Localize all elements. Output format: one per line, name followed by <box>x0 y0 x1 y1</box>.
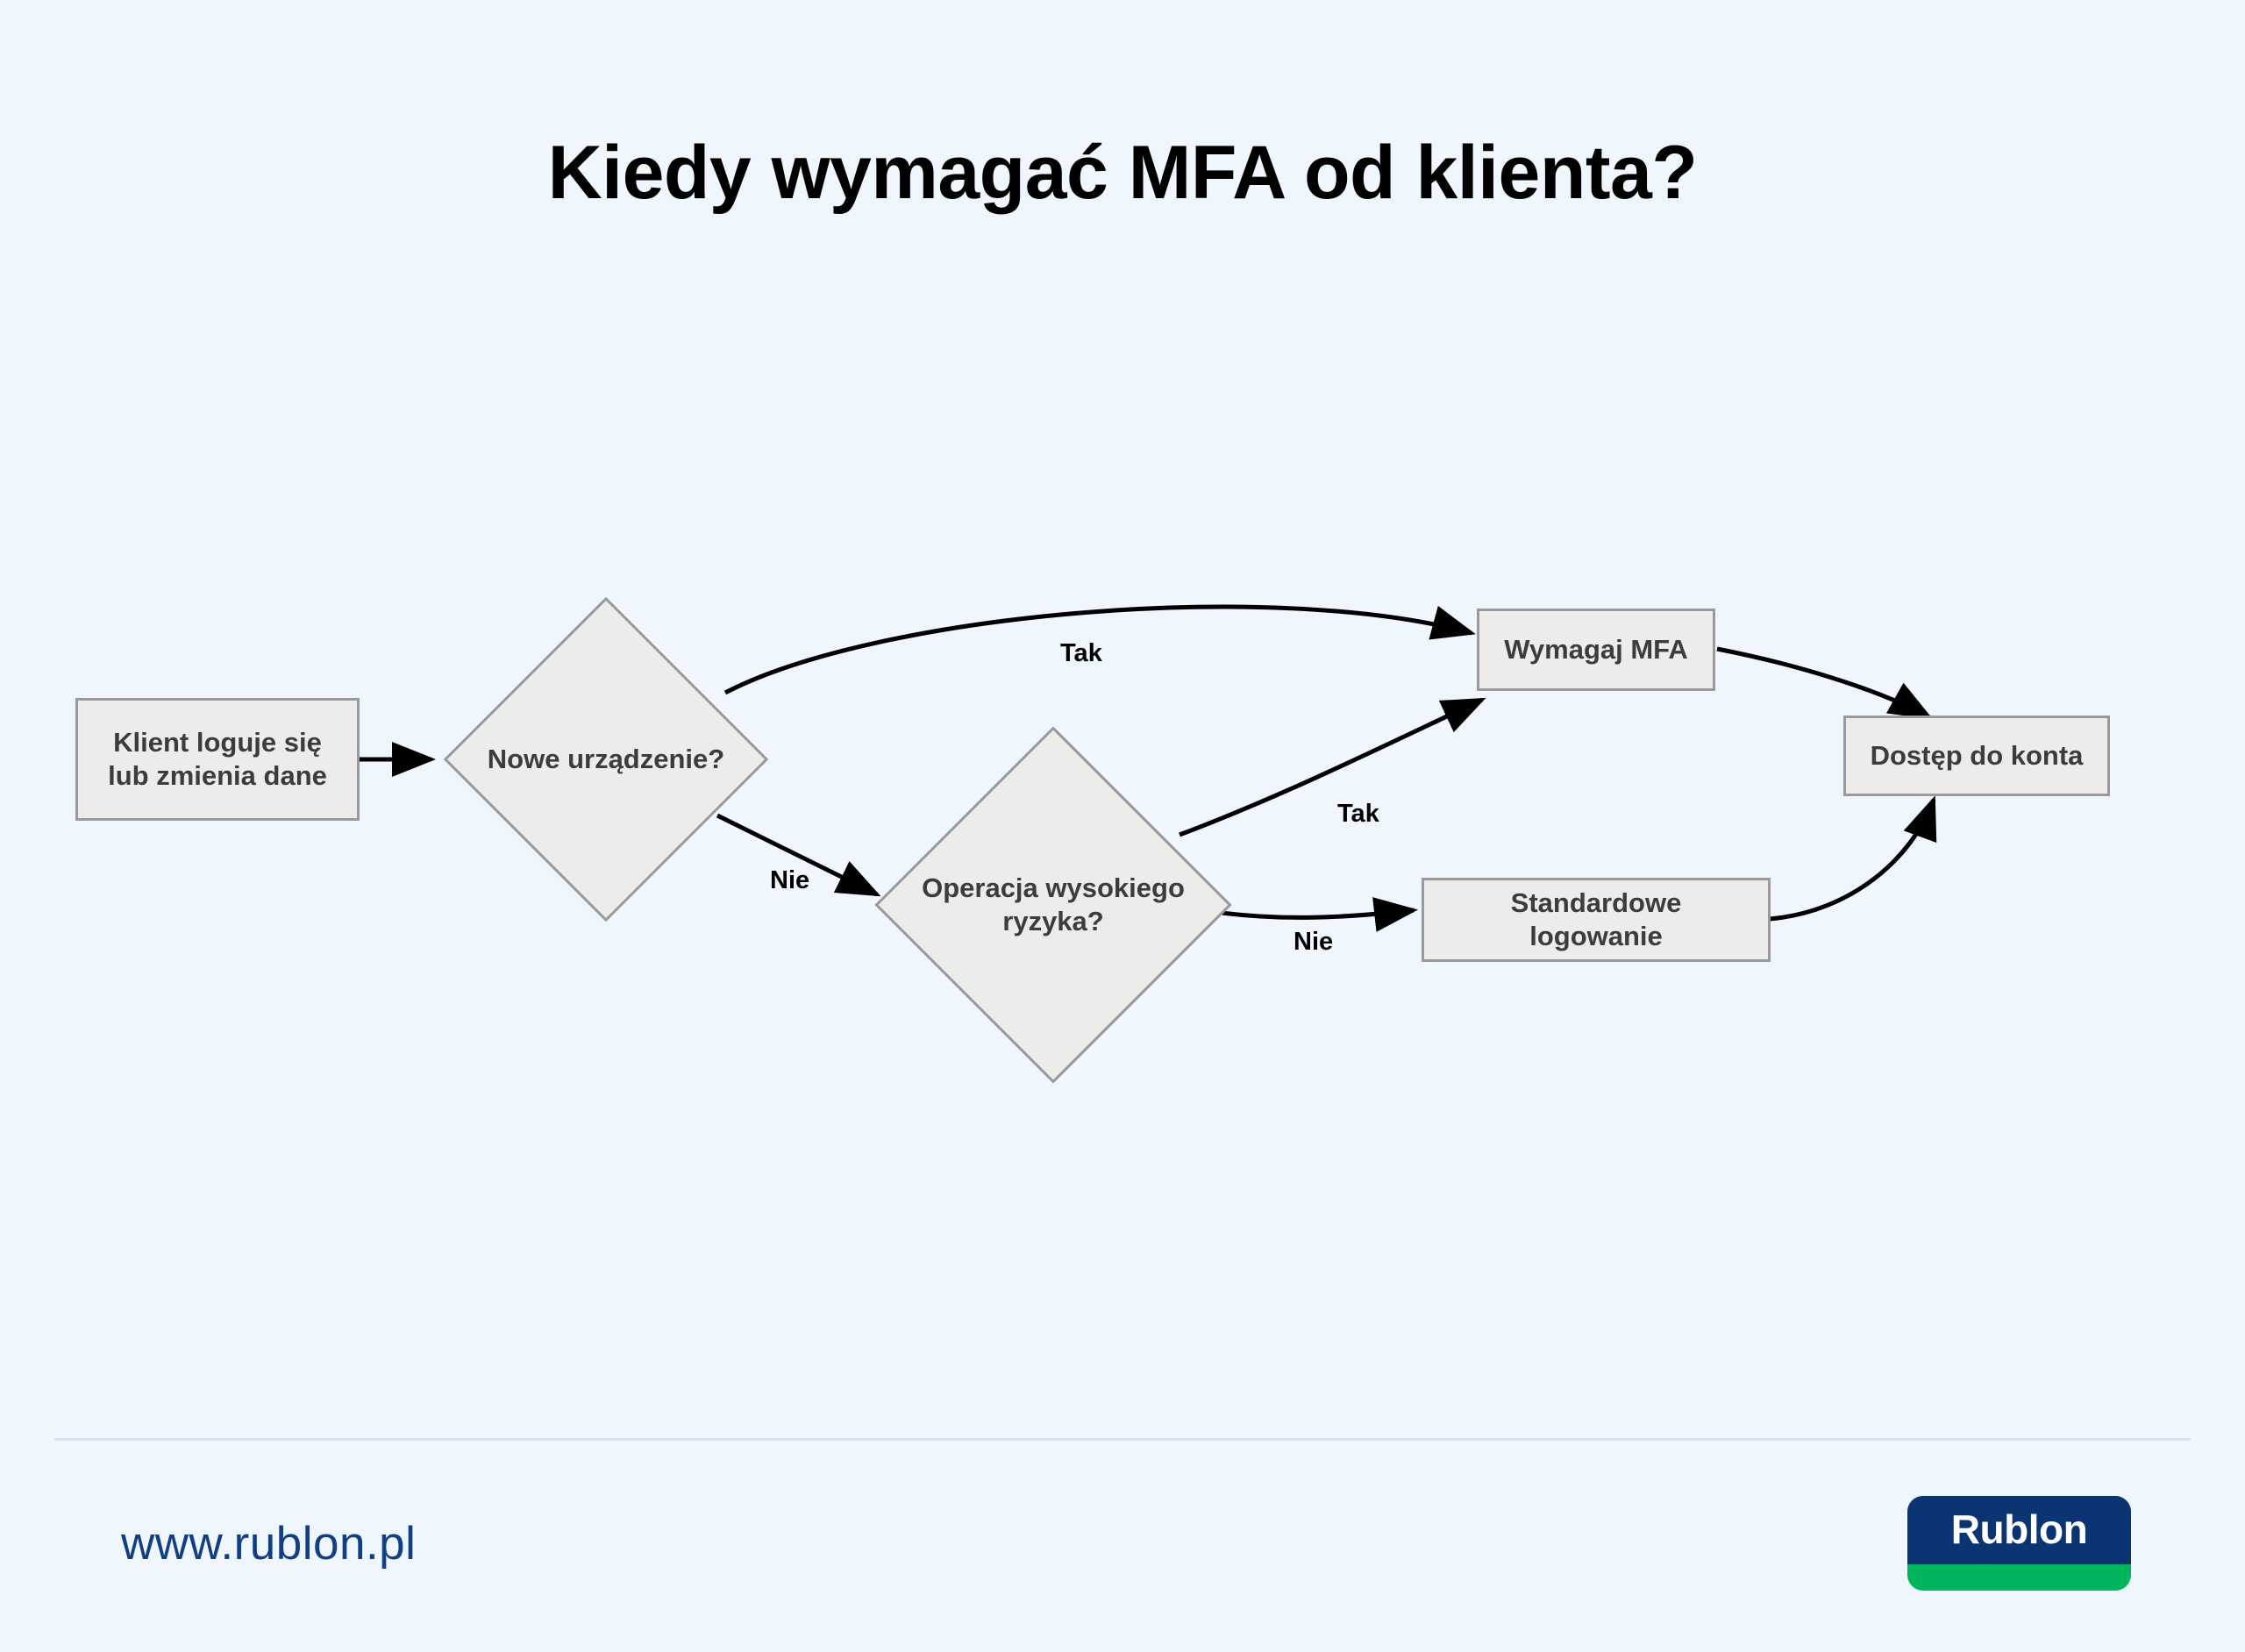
diamond-shape <box>874 726 1232 1084</box>
node-label: Dostęp do konta <box>1870 740 2084 772</box>
edge-dec2-to-standard <box>1202 897 1418 932</box>
edge-label-dec2-nie: Nie <box>1294 928 1334 956</box>
node-dostep-do-konta[interactable]: Dostęp do konta <box>1843 716 2110 796</box>
page-title: Kiedy wymagać MFA od klienta? <box>547 131 1698 215</box>
node-wymagaj-mfa[interactable]: Wymagaj MFA <box>1477 609 1715 691</box>
logo-wordmark: Rublon <box>1950 1506 2088 1552</box>
node-label-line1: Standardowe <box>1510 887 1682 919</box>
node-klient-loguje-sie[interactable]: Klient loguje się lub zmienia dane <box>75 698 360 821</box>
node-nowe-urzadzenie[interactable]: Nowe urządzenie? <box>443 596 769 922</box>
edge-standard-to-access <box>1769 795 1937 922</box>
footer-website-url[interactable]: www.rublon.pl <box>121 1518 417 1570</box>
node-label-line2: lub zmienia dane <box>108 760 327 791</box>
footer-divider <box>54 1438 2191 1441</box>
edge-label-dec2-tak: Tak <box>1337 800 1379 828</box>
diamond-shape <box>443 596 769 922</box>
edge-dec1-to-mfa <box>723 604 1476 695</box>
edge-dec1-to-dec2 <box>716 813 881 897</box>
edge-label-dec1-tak: Tak <box>1060 639 1102 667</box>
edge-label-dec1-nie: Nie <box>770 866 810 894</box>
node-label: Wymagaj MFA <box>1504 634 1688 666</box>
node-label-line2: logowanie <box>1529 921 1663 951</box>
node-operacja-wysokiego-ryzyka[interactable]: Operacja wysokiego ryzyka? <box>874 726 1232 1084</box>
node-label-line1: Klient loguje się <box>113 727 322 758</box>
rublon-logo: Rublon <box>1907 1496 2131 1591</box>
node-standardowe-logowanie[interactable]: Standardowe logowanie <box>1422 878 1771 962</box>
logo-navy-panel: Rublon <box>1907 1496 2131 1564</box>
edge-dec2-to-mfa <box>1179 697 1486 837</box>
edge-mfa-to-access <box>1716 646 1934 720</box>
